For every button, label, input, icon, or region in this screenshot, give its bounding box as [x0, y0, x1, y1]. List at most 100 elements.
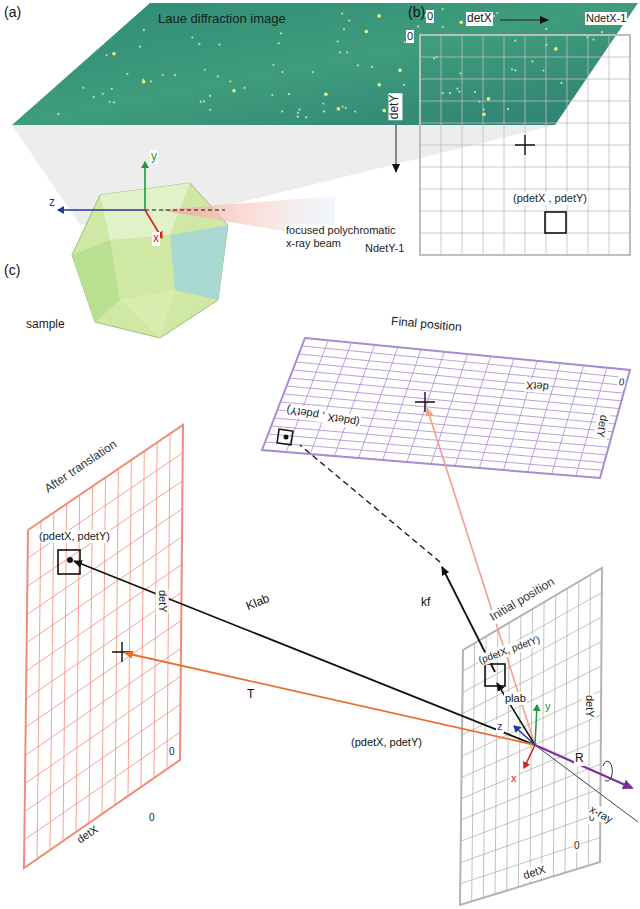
laue-spot: [339, 51, 341, 53]
axis-y: [535, 705, 537, 745]
laue-spot: [417, 25, 419, 27]
center-cross: [515, 135, 535, 155]
laue-spot: [493, 15, 495, 17]
figure-label: detY: [156, 589, 169, 614]
laue-spot: [514, 69, 516, 71]
grid-line: [588, 35, 589, 255]
pixel-square: [545, 212, 566, 233]
laue-spot: [433, 57, 435, 59]
figure-label: T: [246, 688, 255, 702]
laue-spot: [487, 97, 491, 101]
figure-label: (pdetX, pdetY): [350, 736, 423, 749]
laue-spot: [460, 72, 462, 74]
figure-label: 0: [406, 30, 414, 43]
grid-line: [24, 732, 180, 840]
beam-axis: [145, 210, 225, 211]
laue-spot: [200, 101, 202, 103]
initial-detector-grid: [460, 568, 602, 905]
figure-label: (c): [4, 262, 20, 278]
figure-label: detX: [466, 12, 493, 26]
laue-spot: [280, 32, 282, 34]
laue-spot: [93, 96, 95, 98]
figure-label: detY: [583, 694, 596, 719]
figure-label: (b): [408, 4, 425, 20]
laue-spot: [198, 43, 200, 45]
figure-label: (pdetX, pdetY): [38, 530, 111, 543]
crystal-facet: [170, 225, 228, 300]
grid-line: [460, 838, 600, 884]
translated-detector-grid: [24, 425, 183, 868]
grid-line: [553, 595, 555, 876]
crystal-facet: [72, 240, 120, 322]
grid-line: [280, 402, 612, 432]
laue-spot: [403, 84, 405, 86]
laue-spot: [232, 89, 236, 93]
kf-extension: [300, 445, 440, 562]
rotation-curl: [603, 761, 612, 781]
grid-line: [25, 676, 181, 783]
laue-spots: [57, 8, 612, 118]
grid-line: [26, 620, 182, 727]
grid-border: [460, 568, 602, 905]
laue-spot: [191, 36, 193, 38]
laue-spot: [209, 109, 211, 111]
laue-spot: [312, 71, 314, 73]
figure-label: detX: [524, 379, 550, 394]
figure-label: detY: [388, 94, 402, 121]
laue-spot: [346, 51, 348, 53]
grid-line: [141, 451, 144, 787]
laue-spot: [281, 71, 283, 73]
grid-line: [577, 582, 579, 870]
figure-label: kf: [420, 596, 431, 610]
laue-spot: [162, 74, 164, 76]
laue-spot: [545, 28, 547, 30]
figure-label: Klab: [243, 592, 272, 615]
figure-label: x: [510, 772, 518, 785]
grid-line: [128, 460, 131, 796]
laue-spot: [126, 73, 128, 75]
laue-spot: [174, 74, 176, 76]
figure-label: sample: [25, 318, 66, 332]
grid-line: [420, 211, 630, 212]
grid-border: [24, 425, 183, 868]
laue-spot: [203, 100, 205, 102]
laue-spot: [442, 8, 444, 10]
pixel-dot: [67, 557, 73, 563]
grid-line: [461, 789, 601, 842]
laue-spot: [204, 69, 206, 71]
grid-line: [265, 442, 602, 470]
pixel-square: [485, 664, 505, 686]
laue-spot: [324, 92, 328, 96]
figure-label: 0: [426, 10, 434, 23]
laue-spot: [382, 109, 386, 113]
laue-spot: [345, 107, 347, 109]
axis-z: [514, 726, 535, 745]
laue-spot: [343, 28, 345, 30]
laue-spot: [297, 112, 299, 114]
laue-spot: [278, 42, 280, 44]
laue-spot: [109, 101, 111, 103]
figure-label: (pdetX , pdetY): [512, 192, 588, 205]
laue-spot: [377, 14, 381, 18]
laue-spot: [456, 88, 458, 90]
figure-label: detY: [594, 413, 611, 439]
laue-spot: [531, 60, 533, 62]
grid-line: [420, 233, 630, 234]
laue-spot: [272, 64, 274, 66]
grid-line: [609, 35, 610, 255]
laue-spot: [305, 116, 307, 118]
laue-spot: [542, 70, 544, 72]
laue-spot: [459, 20, 463, 24]
figure-label: y: [544, 700, 552, 713]
crystal-sample: [72, 183, 228, 338]
laue-spot: [341, 13, 343, 15]
laue-spot: [337, 40, 339, 42]
grid-line: [461, 740, 601, 799]
laue-spot: [496, 12, 498, 14]
figure-label: NdetY-1: [364, 242, 405, 255]
grid-border: [420, 35, 630, 255]
laue-spot: [142, 79, 144, 81]
grid-line: [115, 469, 118, 805]
laue-spot: [82, 87, 84, 89]
figure-label: 0: [573, 840, 581, 852]
